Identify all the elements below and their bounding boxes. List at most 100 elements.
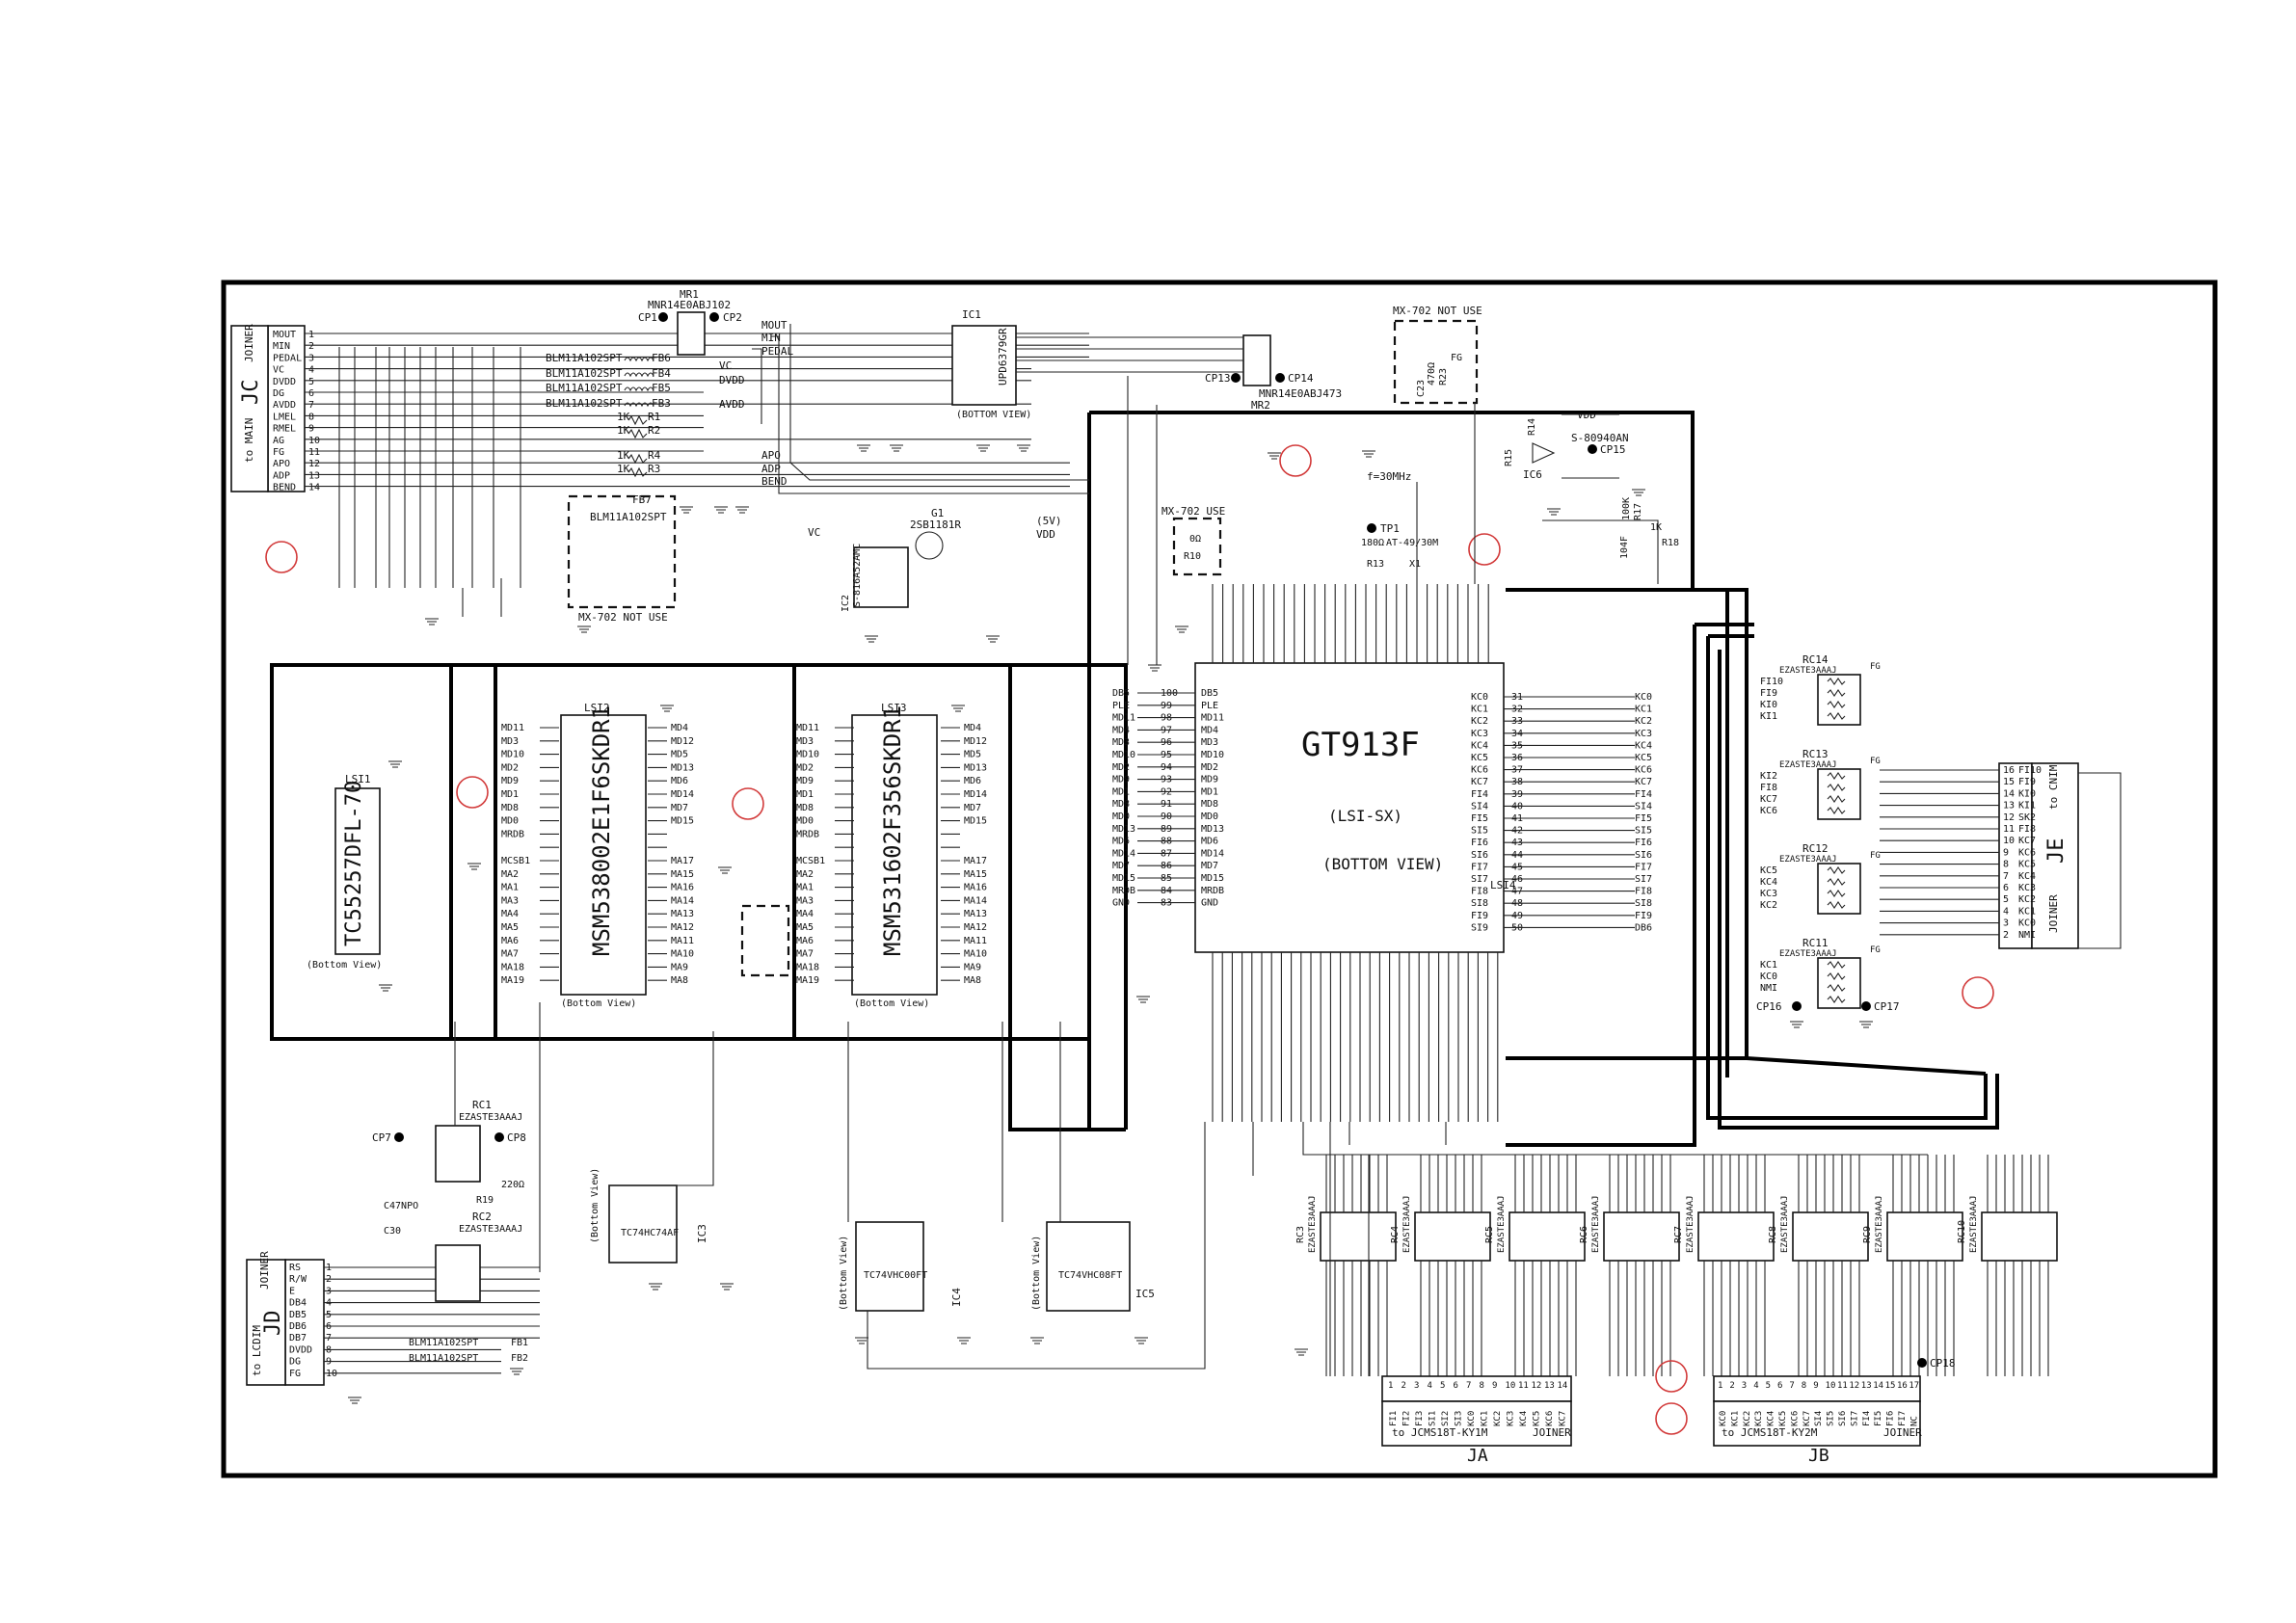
svg-text:BLM11A102SPT: BLM11A102SPT [546, 367, 623, 380]
jc-pin-number: 12 [308, 459, 320, 469]
je-pin-signal: SK2 [2018, 812, 2036, 823]
memory-pin-label: MA2 [796, 869, 814, 880]
svg-text:R13: R13 [1367, 559, 1384, 570]
lsi4-right-net: FI4 [1635, 789, 1652, 800]
lsi4-left-net: MD2 [1112, 762, 1130, 773]
connector-pin-number: 3 [1414, 1381, 1419, 1391]
connector-pin-number: 16 [1897, 1381, 1908, 1391]
connector-ja: to JCMS18T-KY1M JOINER JA 1FI12FI23FI34S… [1381, 1375, 1572, 1466]
lsi4-left-pin-name: MD14 [1201, 848, 1224, 859]
bottom-rc-ref: RC5 [1484, 1226, 1495, 1243]
svg-text:to JCMS18T-KY1M: to JCMS18T-KY1M [1392, 1426, 1488, 1439]
connector-pin-number: 9 [1492, 1381, 1497, 1391]
svg-text:to JCMS18T-KY2M: to JCMS18T-KY2M [1722, 1426, 1818, 1439]
svg-text:IC1: IC1 [962, 308, 981, 321]
jc-pin-signal: FG [273, 447, 284, 458]
svg-text:MX-702 NOT USE: MX-702 NOT USE [1393, 305, 1482, 317]
svg-text:MR2: MR2 [1251, 399, 1270, 412]
jd-pin-signal: RS [289, 1263, 301, 1273]
lsi4-right-net: KC2 [1635, 716, 1652, 727]
lsi4-right-net: KC6 [1635, 765, 1652, 776]
lsi4-left-pin-name: MD2 [1201, 762, 1218, 773]
svg-text:R19: R19 [476, 1195, 494, 1206]
connector-pin-number: 14 [1558, 1381, 1568, 1391]
connector-pin-signal: KC1 [1481, 1411, 1490, 1426]
lsi4-left-pin-name: MD4 [1201, 725, 1218, 735]
svg-text:CP18: CP18 [1930, 1357, 1956, 1370]
svg-text:LSI2: LSI2 [584, 702, 610, 714]
je-pin-signal: FI9 [2018, 777, 2036, 787]
svg-text:VC: VC [808, 526, 820, 539]
svg-text:S-80940AN: S-80940AN [1571, 432, 1629, 444]
inductor-icon [624, 357, 654, 362]
je-rc-label: KI2 [1760, 771, 1777, 782]
svg-text:X1: X1 [1409, 559, 1421, 570]
memory-pin-label: MD14 [671, 789, 694, 800]
lsi4-right-pin-name: KC3 [1471, 729, 1488, 739]
connector-pin-number: 11 [1518, 1381, 1529, 1391]
ic1-dac: IC1 UPD6379GR (BOTTOM VIEW) [951, 308, 1031, 420]
annotation-circle-jb2 [1655, 1402, 1688, 1435]
svg-text:0Ω: 0Ω [1189, 534, 1201, 545]
svg-text:R14: R14 [1527, 418, 1537, 436]
je-rc-part: EZASTE3AAAJ [1779, 760, 1837, 770]
svg-text:UPD6379GR: UPD6379GR [997, 328, 1009, 386]
svg-text:S-816A52AMC: S-816A52AMC [852, 544, 863, 607]
memory-pin-label: MA14 [964, 895, 987, 906]
lsi4-left-pin-name: MD11 [1201, 713, 1224, 724]
memory-pin-label: MD5 [671, 750, 688, 760]
lsi4-right-pin-name: FI5 [1471, 813, 1488, 824]
lsi4-right-net: SI8 [1635, 898, 1652, 909]
svg-text:FB7: FB7 [632, 493, 652, 506]
memory-pin-label: MA17 [671, 856, 694, 866]
connector-pin-number: 2 [1402, 1381, 1406, 1391]
je-rc-label: FI10 [1760, 677, 1783, 687]
lsi4-right-pin-name: KC6 [1471, 765, 1488, 776]
lsi4-right-pin-name: SI7 [1471, 874, 1488, 885]
bottom-rc-part: EZASTE3AAAJ [1969, 1195, 1979, 1253]
svg-text:CP2: CP2 [723, 311, 742, 324]
memory-pin-label: MD15 [671, 816, 694, 827]
resistor-icon [627, 453, 648, 465]
lsi4-sub: (LSI-SX) [1328, 807, 1402, 825]
memory-pin-label: MA15 [964, 869, 987, 880]
chip-lsi3: MSM531602F356SKDR1 LSI3 (Bottom View) MD… [796, 702, 987, 1009]
svg-text:2SB1181R: 2SB1181R [910, 519, 961, 531]
annotation-circle-jc [265, 541, 298, 573]
svg-text:R10: R10 [1184, 551, 1201, 562]
jd-pin-signal: DG [289, 1357, 301, 1368]
connector-pin-number: 12 [1532, 1381, 1542, 1391]
memory-pin-label: MA5 [796, 922, 814, 933]
connector-pin-signal: SI4 [1814, 1411, 1824, 1426]
lsi4-left-pin-name: MRDB [1201, 886, 1224, 896]
memory-blocks [270, 663, 1091, 1041]
memory-pin-label: MD2 [501, 762, 519, 773]
connector-pin-signal: SI6 [1838, 1411, 1848, 1426]
svg-text:104F: 104F [1619, 536, 1630, 559]
mx-small-box [740, 904, 790, 977]
lsi4-left-pin-name: MD10 [1201, 750, 1224, 760]
connector-pin-number: 3 [1742, 1381, 1747, 1391]
memory-pin-label: MRDB [501, 829, 524, 839]
connector-pin-number: 8 [1480, 1381, 1484, 1391]
r17-r18: 100K R17 1K R18 104F [1619, 497, 1679, 559]
je-rc-ref: RC14 [1802, 653, 1829, 666]
svg-text:BLM11A102SPT: BLM11A102SPT [546, 352, 623, 364]
connector-pin-number: 7 [1466, 1381, 1471, 1391]
memory-pin-label: MA19 [501, 975, 524, 986]
jd-pin-signal: DVDD [289, 1344, 312, 1355]
bottom-rc-part: EZASTE3AAAJ [1875, 1195, 1884, 1253]
connector-pin-signal: KC4 [1767, 1411, 1776, 1426]
svg-text:JOINER: JOINER [2047, 894, 2060, 933]
memory-pin-label: MD3 [501, 736, 519, 747]
memory-pin-label: MA13 [671, 909, 694, 919]
lsi4-right-pin-name: KC7 [1471, 777, 1488, 787]
memory-pin-label: MD2 [796, 762, 814, 773]
je-pin-number: 11 [2003, 824, 2015, 835]
lsi4-right-pin-name: SI9 [1471, 922, 1488, 933]
lsi4-left-net: MD11 [1112, 713, 1135, 724]
